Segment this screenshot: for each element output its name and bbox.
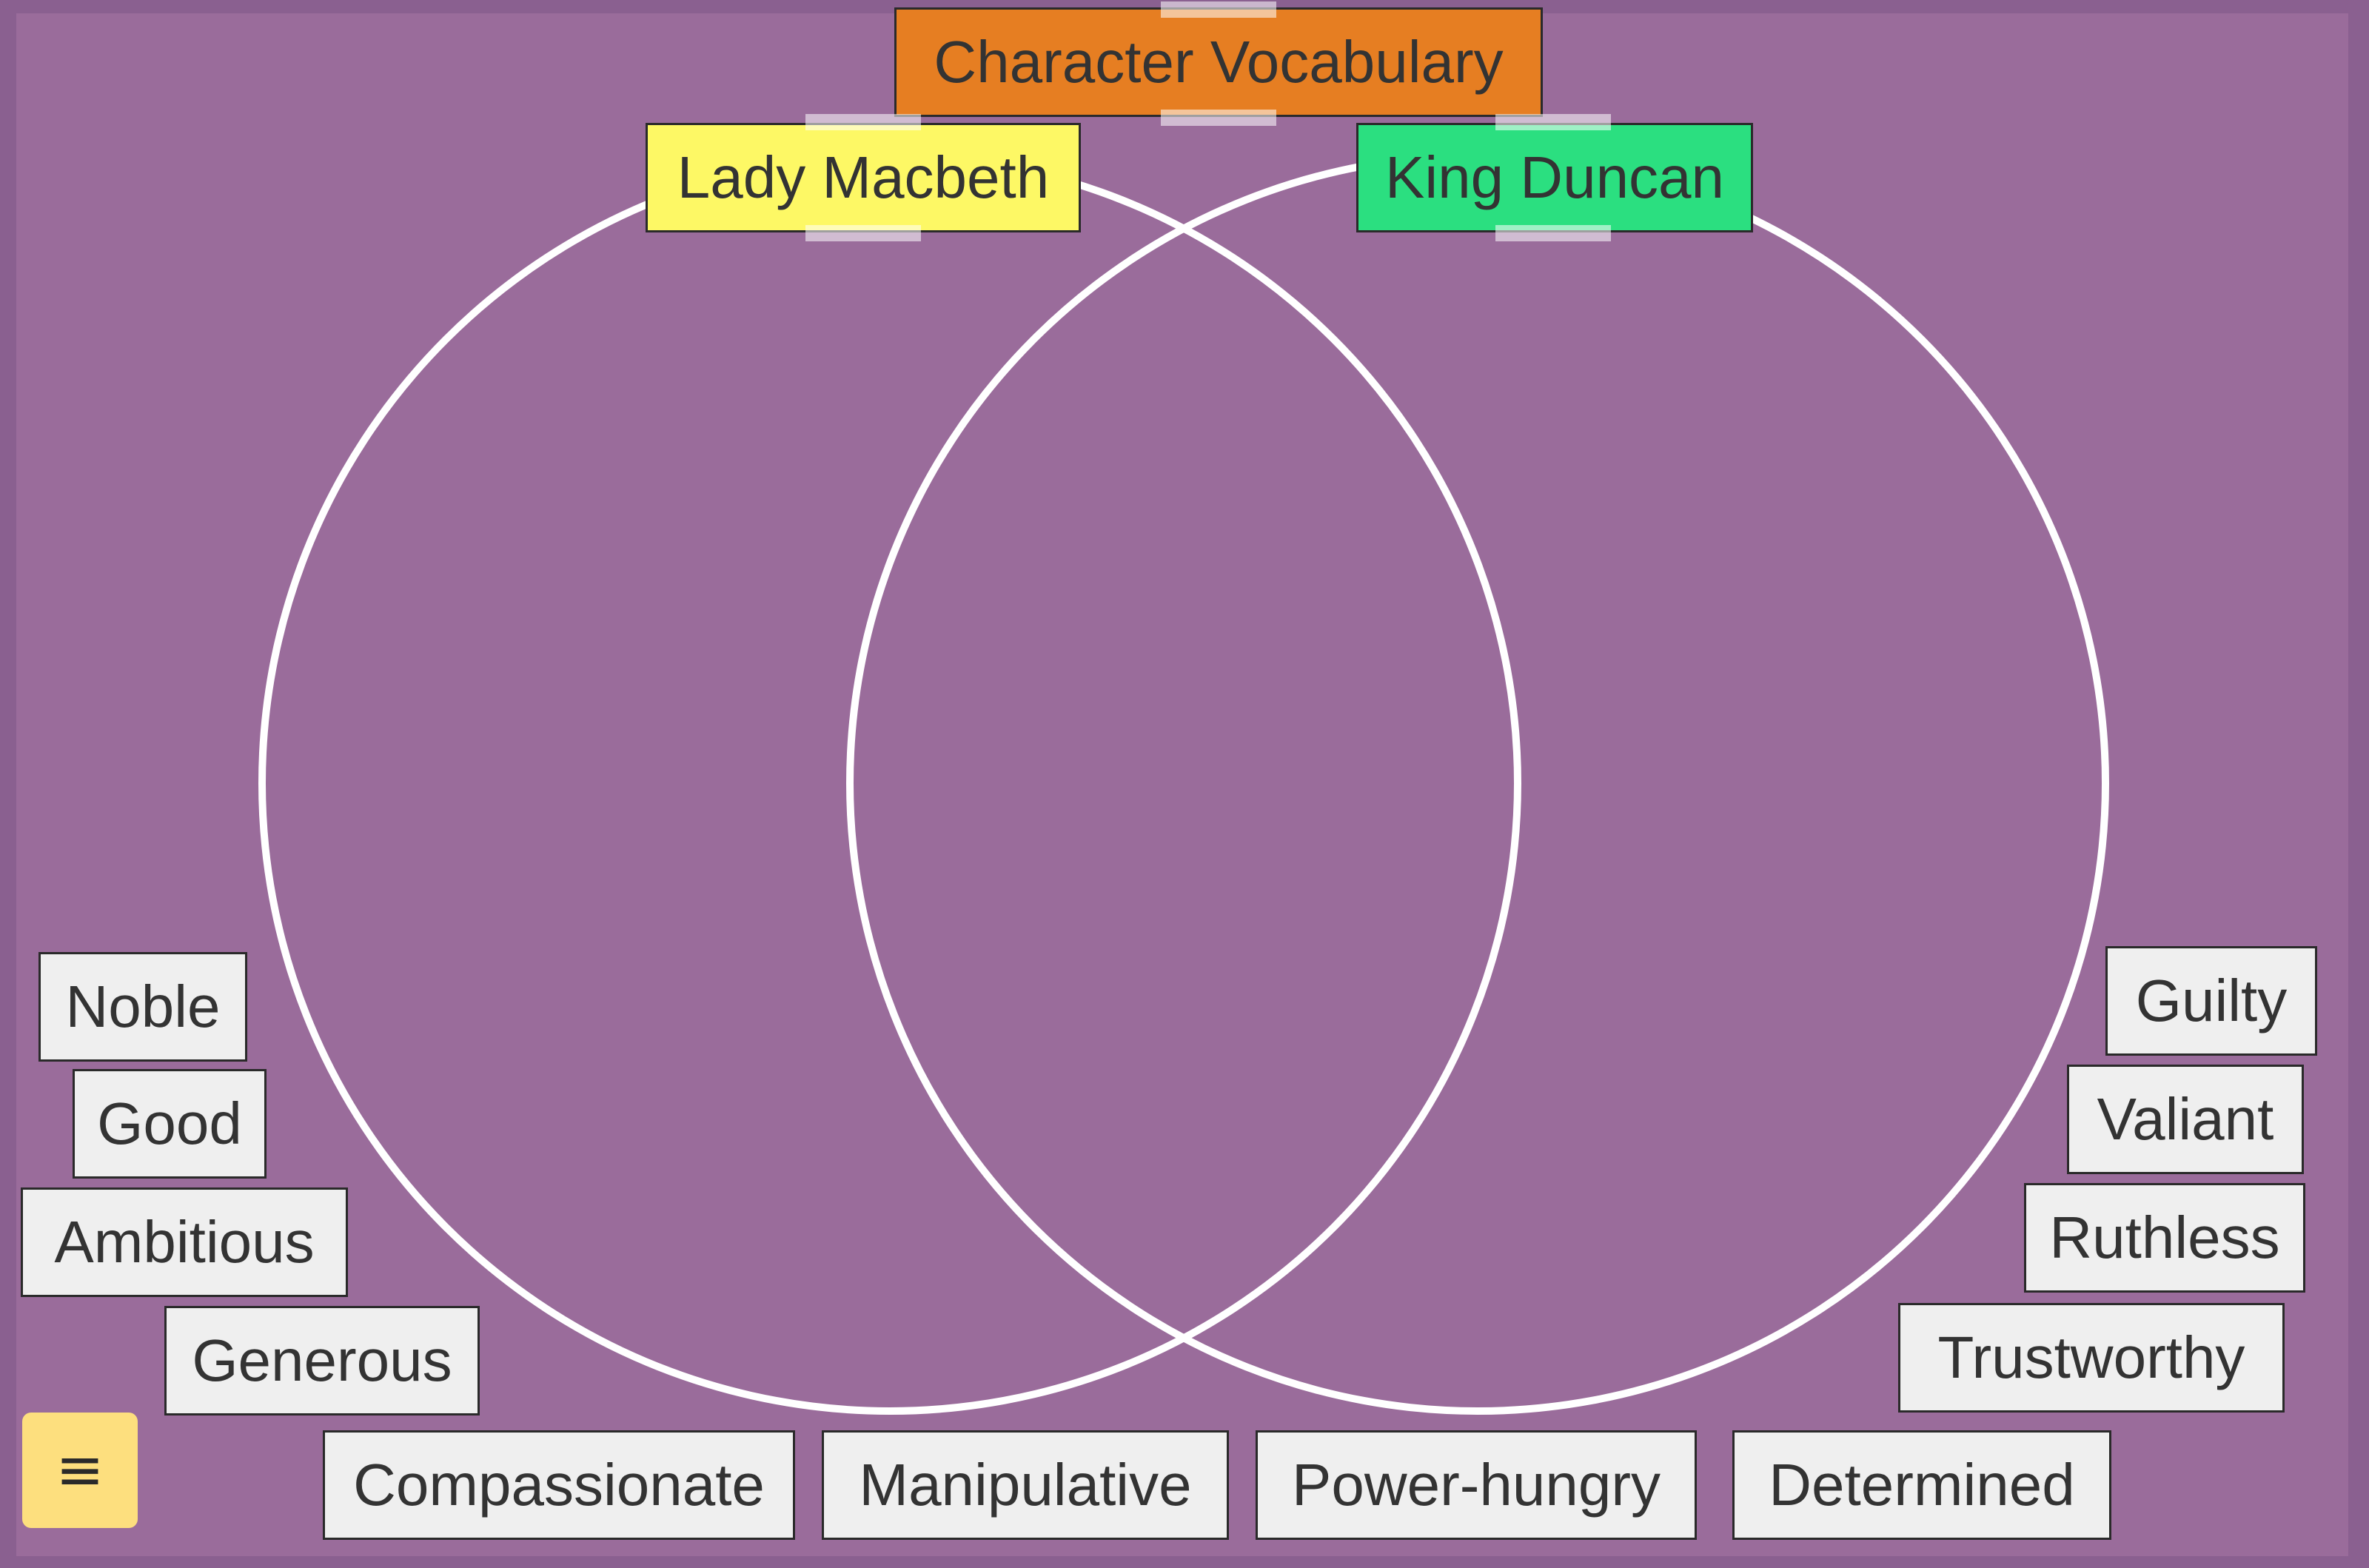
word-text: Determined	[1769, 1452, 2075, 1518]
word-text: Generous	[192, 1327, 452, 1393]
word-card-trustworthy[interactable]: Trustworthy	[1898, 1303, 2285, 1413]
title-tape-bottom	[1161, 110, 1276, 126]
word-card-generous[interactable]: Generous	[164, 1306, 480, 1415]
word-card-power-hungry[interactable]: Power-hungry	[1256, 1430, 1697, 1540]
title-tape-top	[1161, 1, 1276, 18]
word-text: Trustworthy	[1937, 1324, 2245, 1390]
word-text: Good	[97, 1090, 242, 1156]
venn-circle-lady-macbeth	[258, 152, 1521, 1415]
menu-button[interactable]: ≡	[22, 1413, 138, 1528]
set-label-text: Lady Macbeth	[677, 144, 1050, 210]
word-text: Valiant	[2097, 1086, 2274, 1152]
word-card-noble[interactable]: Noble	[38, 952, 247, 1062]
word-text: Power-hungry	[1291, 1452, 1661, 1518]
word-card-compassionate[interactable]: Compassionate	[323, 1430, 795, 1540]
king-duncan-tape-bottom	[1495, 225, 1611, 241]
word-card-ambitious[interactable]: Ambitious	[21, 1187, 348, 1297]
board-background	[16, 13, 2348, 1556]
word-text: Manipulative	[859, 1452, 1192, 1518]
word-card-valiant[interactable]: Valiant	[2067, 1065, 2304, 1174]
venn-circle-king-duncan	[846, 152, 2109, 1415]
word-card-determined[interactable]: Determined	[1732, 1430, 2111, 1540]
set-label-king-duncan[interactable]: King Duncan	[1356, 123, 1753, 232]
word-card-guilty[interactable]: Guilty	[2105, 946, 2317, 1056]
king-duncan-tape-top	[1495, 114, 1611, 130]
title-text: Character Vocabulary	[934, 29, 1504, 95]
set-label-text: King Duncan	[1384, 144, 1725, 210]
title-card[interactable]: Character Vocabulary	[894, 7, 1543, 117]
lady-macbeth-tape-bottom	[805, 225, 921, 241]
word-card-ruthless[interactable]: Ruthless	[2024, 1183, 2305, 1293]
word-text: Compassionate	[353, 1452, 765, 1518]
word-card-good[interactable]: Good	[73, 1069, 267, 1179]
menu-icon: ≡	[56, 1437, 104, 1504]
word-text: Noble	[65, 974, 221, 1039]
lady-macbeth-tape-top	[805, 114, 921, 130]
set-label-lady-macbeth[interactable]: Lady Macbeth	[646, 123, 1081, 232]
word-text: Guilty	[2135, 968, 2288, 1033]
word-card-manipulative[interactable]: Manipulative	[822, 1430, 1229, 1540]
word-text: Ambitious	[54, 1209, 315, 1275]
word-text: Ruthless	[2049, 1205, 2280, 1270]
